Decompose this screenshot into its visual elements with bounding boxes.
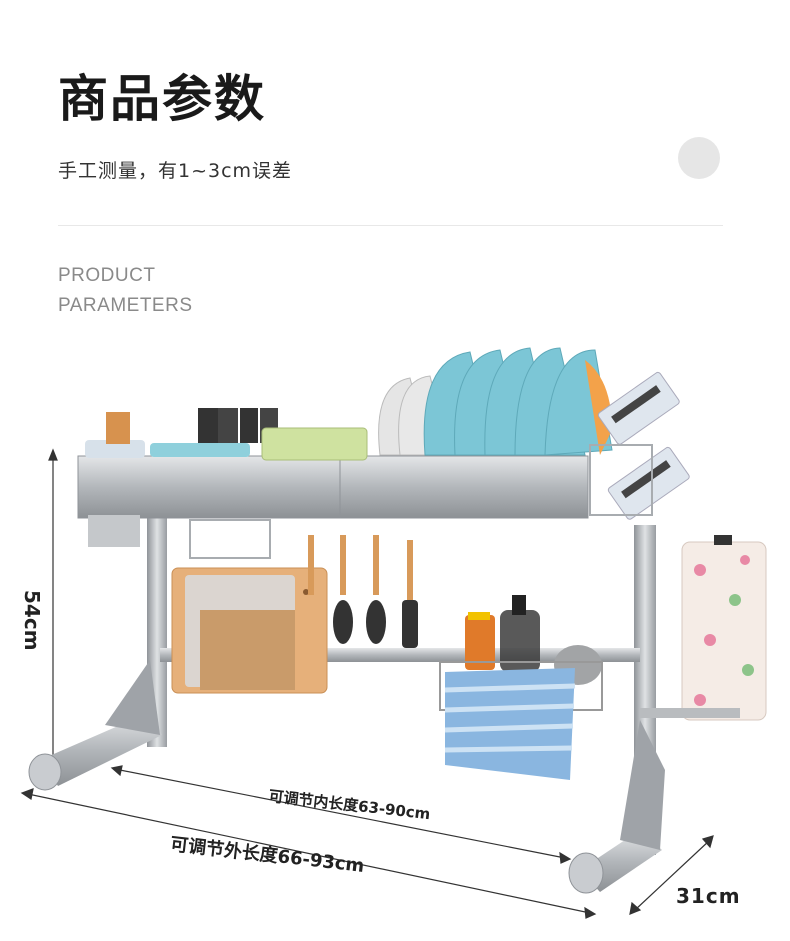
- decorative-dot: [678, 137, 720, 179]
- page-title: 商品参数: [58, 70, 266, 128]
- rack-legs: [28, 515, 665, 894]
- sink-caddy: [439, 595, 603, 780]
- plates: [378, 347, 613, 456]
- section-label-line2: PARAMETERS: [58, 295, 193, 316]
- top-items: [85, 371, 690, 520]
- top-tray: [77, 455, 589, 559]
- depth-dimension-label: 31cm: [676, 884, 741, 908]
- hanging-utensils: [308, 535, 418, 648]
- section-label-line1: PRODUCT: [58, 265, 156, 286]
- height-dimension-label: 54cm: [20, 590, 44, 651]
- page-subtitle: 手工测量，有1~3cm误差: [58, 160, 293, 182]
- paper-towel: [640, 535, 767, 721]
- divider: [58, 225, 723, 226]
- cutting-boards: [171, 567, 328, 694]
- dimension-lines: [20, 448, 714, 919]
